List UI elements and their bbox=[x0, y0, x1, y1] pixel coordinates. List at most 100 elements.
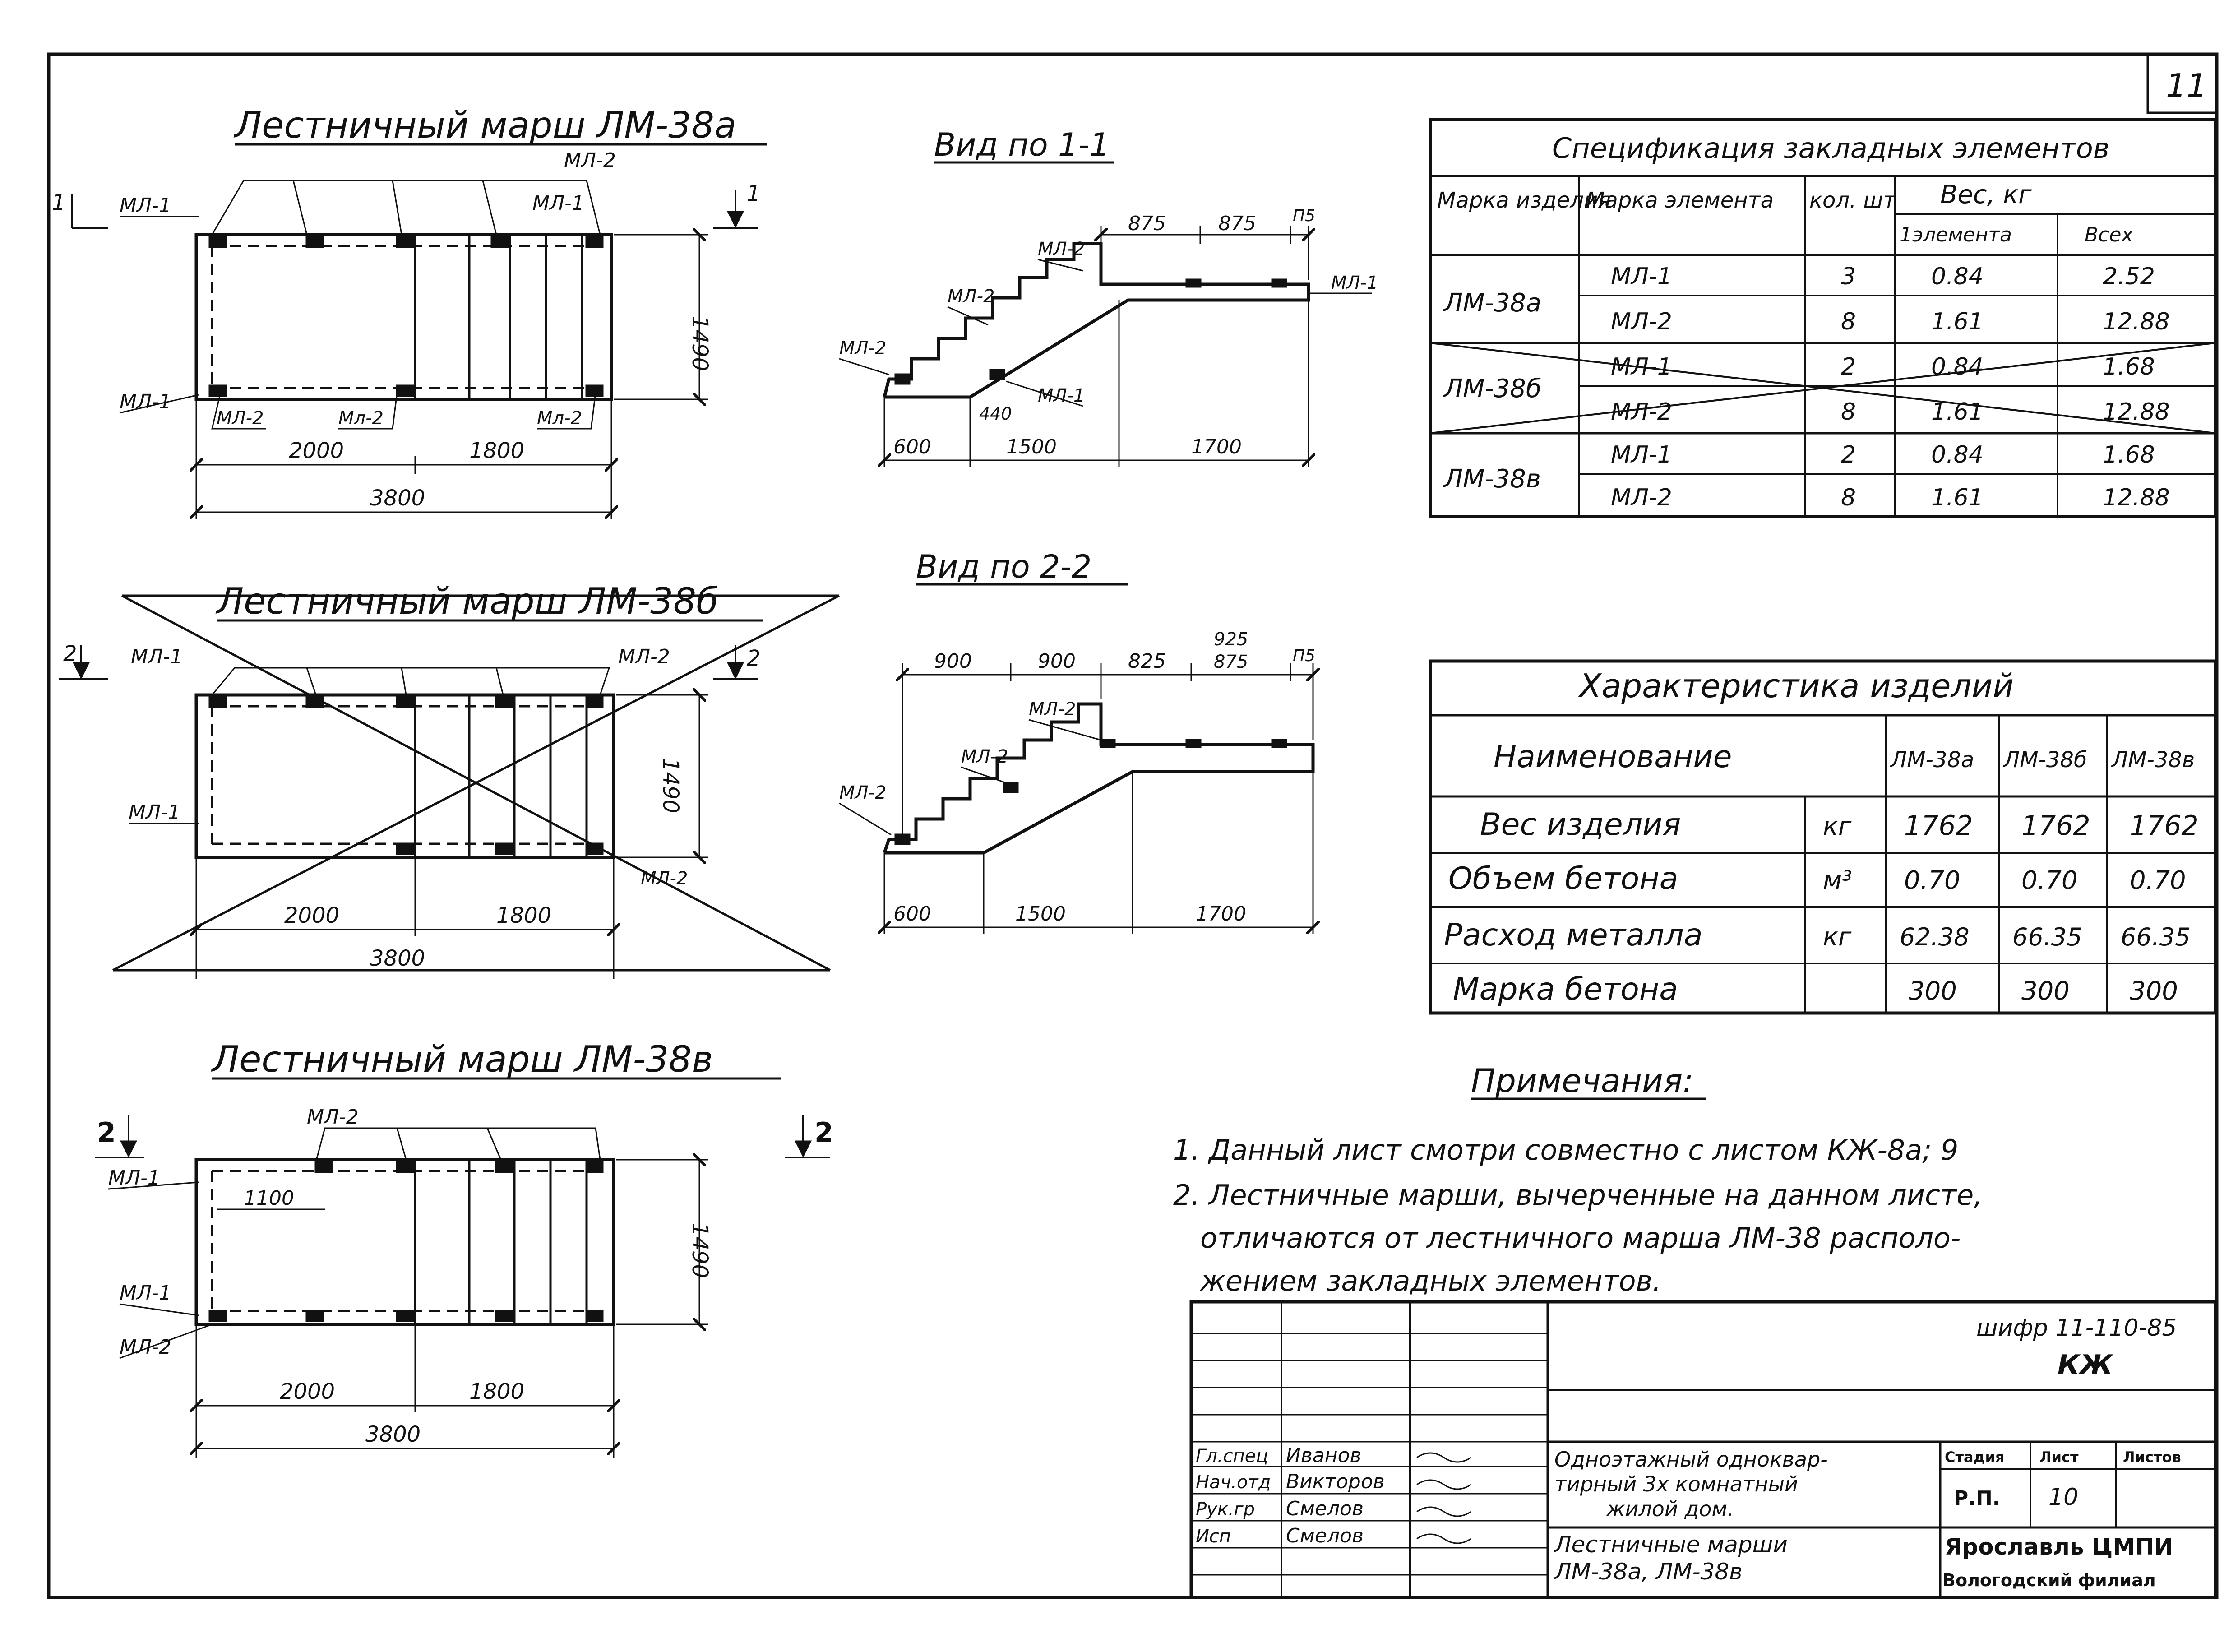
char-v1: 1762 bbox=[1904, 810, 1973, 842]
plan-b-mark-ml2-right: МЛ-2 bbox=[641, 868, 688, 889]
char-row: Объем бетона м³ 0.70 0.70 0.70 bbox=[1448, 861, 2186, 897]
plan-b-dim-d2: 1800 bbox=[496, 903, 551, 928]
plan-a-mark-ml1-top-right: МЛ-1 bbox=[532, 192, 584, 215]
spec-title: Спецификация закладных элементов bbox=[1552, 132, 2109, 165]
view-1-dim-b3: 1700 bbox=[1191, 435, 1242, 458]
plan-c-title: Лестничный марш ЛМ-38в bbox=[211, 1038, 713, 1080]
spec-all: 12.88 bbox=[2103, 308, 2170, 335]
spec-all: 2.52 bbox=[2103, 263, 2155, 290]
spec-per: 1.61 bbox=[1931, 398, 1984, 426]
spec-per: 0.84 bbox=[1931, 353, 1984, 380]
spec-element: МЛ-2 bbox=[1611, 398, 1672, 426]
plan-a-mark-ml2-top: МЛ-2 bbox=[564, 149, 616, 172]
plan-a-mark-ml2-b3: Мл-2 bbox=[537, 408, 582, 429]
tb-org-2: Вологодский филиал bbox=[1942, 1570, 2156, 1590]
char-v2: 66.35 bbox=[2012, 923, 2082, 951]
tb-role: Исп bbox=[1196, 1526, 1231, 1547]
view-1-dim-b2: 1500 bbox=[1006, 435, 1057, 458]
spec-element: МЛ-2 bbox=[1611, 308, 1672, 335]
spec-element: МЛ-1 bbox=[1611, 441, 1672, 468]
tb-sheets-header: Листов bbox=[2123, 1448, 2181, 1466]
char-table: Характеристика изделий Наименование ЛМ-3… bbox=[1429, 659, 2217, 1015]
spec-per: 0.84 bbox=[1931, 441, 1984, 468]
tb-stage: Р.П. bbox=[1954, 1487, 2000, 1510]
view-1-slope: 440 bbox=[979, 404, 1012, 424]
plan-c-mark-ml1-b: МЛ-1 bbox=[120, 1282, 171, 1305]
plan-a-title: Лестничный марш ЛМ-38а bbox=[233, 104, 736, 146]
char-v3: 66.35 bbox=[2121, 923, 2191, 951]
spec-qty: 8 bbox=[1841, 484, 1856, 511]
spec-all: 1.68 bbox=[2103, 353, 2155, 380]
char-title: Характеристика изделий bbox=[1577, 667, 2014, 705]
view-1-dim-b1: 600 bbox=[893, 435, 931, 458]
plan-a-mark-ml1-top: МЛ-1 bbox=[120, 194, 171, 217]
char-v3: 1762 bbox=[2130, 810, 2199, 842]
view-1-mark-d: МЛ-1 bbox=[1331, 273, 1378, 293]
char-v1: 0.70 bbox=[1904, 866, 1961, 895]
spec-qty: 3 bbox=[1841, 263, 1856, 290]
view-2-title: Вид по 2-2 bbox=[916, 548, 1091, 585]
spec-h-element: Марка элемента bbox=[1586, 188, 1774, 213]
tb-role-row: Гл.спец Иванов bbox=[1196, 1444, 1361, 1467]
char-unit: м³ bbox=[1823, 866, 1852, 895]
view-2-dim-t2: 900 bbox=[1038, 650, 1076, 673]
tb-sheet: 10 bbox=[2048, 1484, 2078, 1511]
view-1-mark-e: МЛ-1 bbox=[1038, 385, 1085, 406]
spec-qty: 2 bbox=[1841, 353, 1856, 380]
spec-row: МЛ-2 8 1.61 12.88 bbox=[1611, 308, 2170, 335]
plan-a-mark-ml2-b1: МЛ-2 bbox=[217, 408, 264, 429]
note-2c: жением закладных элементов. bbox=[1199, 1264, 1661, 1297]
char-unit: кг bbox=[1823, 812, 1852, 841]
plan-b-section-left: 2 bbox=[63, 641, 77, 666]
plan-a-dim-width: 1490 bbox=[687, 316, 712, 371]
char-h-c3: ЛМ-38в bbox=[2111, 747, 2195, 773]
spec-per: 1.61 bbox=[1931, 484, 1984, 511]
spec-h-item: Марка изделия bbox=[1437, 188, 1611, 213]
plan-a-section-left: 1 bbox=[52, 190, 66, 215]
view-1-mark-c: МЛ-2 bbox=[1038, 239, 1085, 259]
title-block: шифр 11-110-85 КЖ Гл.спец Иванов Нач.отд… bbox=[1189, 1300, 2217, 1599]
plan-a-section-right: 1 bbox=[747, 181, 761, 206]
char-v2: 1762 bbox=[2021, 810, 2090, 842]
plan-b-title: Лестничный марш ЛМ-38б bbox=[215, 580, 718, 622]
view-1-1: Вид по 1-1 МЛ-2 МЛ-2 МЛ-2 МЛ-1 МЛ-1 440 … bbox=[839, 126, 1378, 467]
plan-b: Лестничный марш ЛМ-38б МЛ-1 МЛ-2 МЛ-1 МЛ… bbox=[59, 580, 840, 979]
plan-b-mark-ml1-left: МЛ-1 bbox=[129, 801, 180, 824]
tb-role-row: Рук.гр Смелов bbox=[1196, 1497, 1364, 1520]
tb-sheet-title-2: ЛМ-38а, ЛМ-38в bbox=[1554, 1559, 1743, 1585]
plan-a-outline bbox=[194, 233, 613, 401]
plan-c-dim-inner: 1100 bbox=[244, 1187, 294, 1210]
view-1-mark-a: МЛ-2 bbox=[839, 338, 886, 359]
note-1: 1. Данный лист смотри совместно с листом… bbox=[1173, 1134, 1958, 1166]
view-2-mark-a: МЛ-2 bbox=[839, 782, 886, 803]
plan-b-section-right: 2 bbox=[747, 646, 761, 671]
char-v1: 300 bbox=[1909, 976, 1957, 1006]
spec-row: МЛ-2 8 1.61 12.88 bbox=[1611, 398, 2170, 426]
tb-project-1: Одноэтажный одноквар- bbox=[1554, 1447, 1828, 1472]
spec-all: 12.88 bbox=[2103, 398, 2170, 426]
tb-sheet-title-1: Лестничные марши bbox=[1554, 1532, 1788, 1558]
plan-a-dim-d2: 1800 bbox=[469, 438, 524, 463]
plan-b-mark-ml2-top: МЛ-2 bbox=[618, 645, 670, 668]
char-name: Марка бетона bbox=[1453, 972, 1678, 1007]
tb-name: Иванов bbox=[1286, 1444, 1361, 1467]
plan-b-dim-width: 1490 bbox=[658, 758, 683, 813]
char-v3: 300 bbox=[2130, 976, 2178, 1006]
view-1-mark-b: МЛ-2 bbox=[948, 286, 994, 307]
view-2-mark-c: МЛ-2 bbox=[1029, 699, 1076, 720]
char-h-name: Наименование bbox=[1494, 739, 1732, 775]
spec-qty: 8 bbox=[1841, 308, 1856, 335]
plan-a-mark-ml1-bottom: МЛ-1 bbox=[120, 390, 171, 413]
spec-item: ЛМ-38а bbox=[1443, 288, 1541, 318]
notes: Примечания: 1. Данный лист смотри совмес… bbox=[1173, 1062, 1983, 1297]
plan-c-dim-d1: 2000 bbox=[280, 1379, 335, 1404]
view-2-dim-t3: 825 bbox=[1128, 650, 1166, 673]
char-name: Вес изделия bbox=[1480, 807, 1681, 842]
plan-a-mark-ml2-b2: Мл-2 bbox=[338, 408, 384, 429]
plan-a-dim-d1: 2000 bbox=[289, 438, 344, 463]
spec-row: МЛ-2 8 1.61 12.88 bbox=[1611, 484, 2170, 511]
tb-name: Викторов bbox=[1286, 1470, 1385, 1493]
plan-c-mark-ml2-top: МЛ-2 bbox=[307, 1106, 359, 1129]
spec-table: Спецификация закладных элементов Марка и… bbox=[1429, 118, 2217, 518]
